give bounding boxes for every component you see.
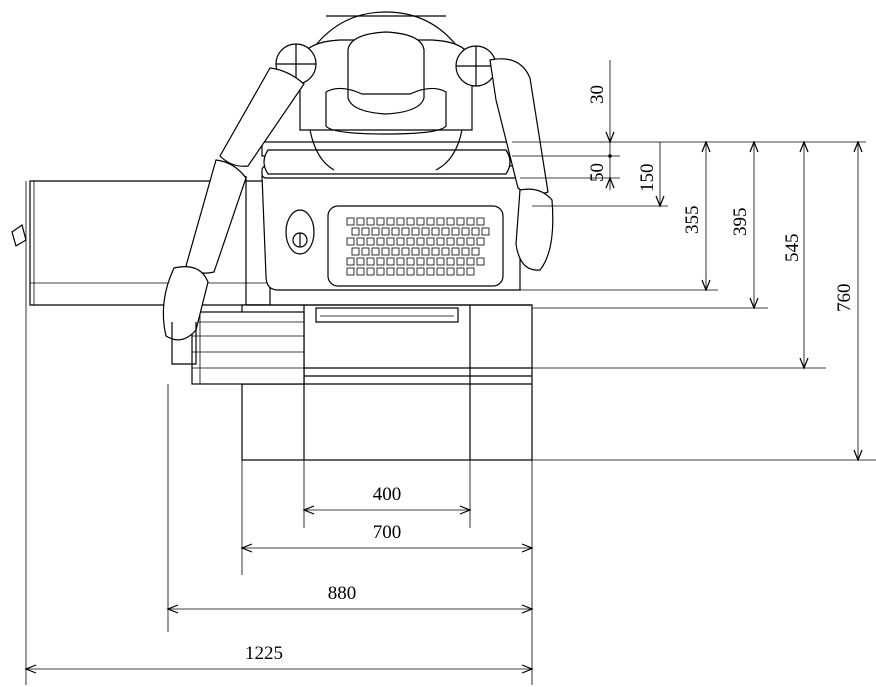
dim-label-355: 355: [682, 206, 703, 235]
shelf-handle-icon: [11, 224, 27, 247]
dim-label-30: 30: [587, 85, 608, 104]
dim-label-150: 150: [637, 164, 658, 193]
right-hand: [515, 188, 554, 271]
keyboard-tray: [315, 307, 459, 323]
dimension-labels: 30 50 150 355 395 545 760 400 700 880 12…: [245, 85, 855, 664]
knob-icon: [285, 209, 315, 255]
dim-label-760: 760: [834, 284, 855, 313]
drawer-runner: [191, 311, 305, 385]
dim-label-545: 545: [782, 234, 803, 263]
operator-figure: [162, 11, 554, 365]
dim-label-50: 50: [587, 163, 608, 182]
desk-drawing: [11, 141, 533, 461]
chair-seat: [263, 149, 511, 175]
dimension-lines: [24, 60, 876, 685]
keyboard-panel: [327, 205, 504, 287]
dim-label-880: 880: [328, 583, 357, 604]
dim-label-395: 395: [730, 208, 751, 237]
keyboard-keys: [346, 217, 490, 276]
dim-label-700: 700: [373, 522, 402, 543]
dim-label-1225: 1225: [245, 643, 283, 664]
left-upper-arm: [219, 67, 305, 167]
head: [347, 31, 425, 115]
dim-label-400: 400: [373, 484, 402, 505]
left-hand: [162, 266, 209, 341]
